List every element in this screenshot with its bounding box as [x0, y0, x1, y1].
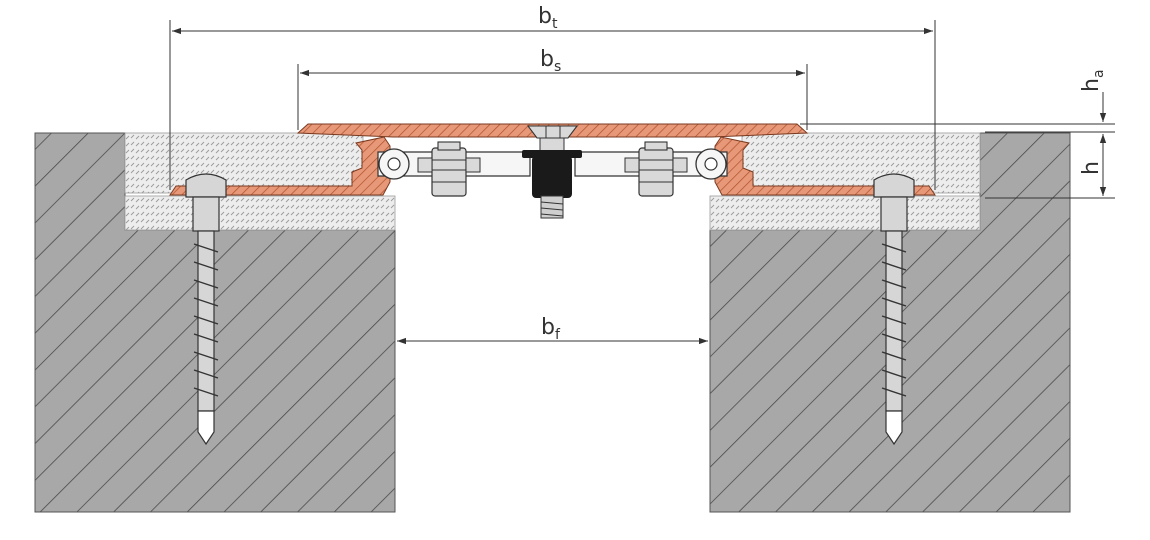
label-bf: bf — [541, 315, 561, 343]
linkage — [377, 125, 728, 219]
label-ha: ha — [1079, 69, 1107, 92]
pivot-right-inner — [704, 157, 718, 171]
anchor-screw-right — [873, 173, 915, 446]
mortar-bedding — [124, 132, 981, 231]
thread-right — [881, 243, 907, 397]
mortar-upper-left — [124, 132, 364, 194]
bolt-left — [417, 141, 481, 197]
label-h: h — [1079, 161, 1104, 175]
rubber-spring — [532, 156, 572, 198]
dimension-labels: bt bs bf ha h — [538, 4, 1107, 343]
anchor-screw-left — [185, 173, 227, 446]
label-bt: bt — [538, 4, 558, 32]
bolt-right — [624, 141, 688, 197]
center-bolt — [522, 125, 582, 219]
pivot-left-inner — [387, 157, 401, 171]
mortar-lower-right — [709, 195, 981, 231]
mortar-lower-left — [124, 195, 396, 231]
mortar-upper-right — [741, 132, 981, 194]
label-bs: bs — [540, 47, 561, 75]
thread-left — [193, 243, 219, 397]
dimension-lines — [169, 20, 1115, 345]
